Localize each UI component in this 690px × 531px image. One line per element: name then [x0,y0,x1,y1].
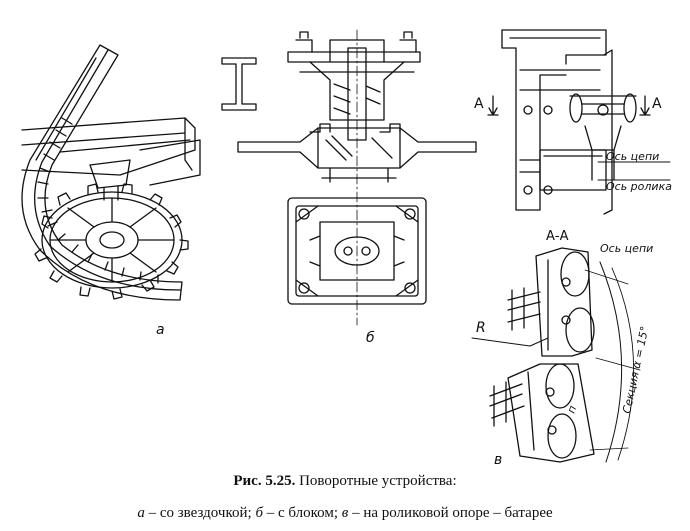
label-section-angle: Секция α = 15° [620,325,651,415]
legend-text-v: – на роликовой опоре – батарее [352,505,553,521]
figure-title: Поворотные устройства: [299,473,457,489]
drawing-v-roller-battery [471,29,671,463]
legend-letter-a: а [137,505,145,521]
figure-caption-legend: а – со звездочкой; б – с блоком; в – на … [0,505,690,522]
sub-label-b: б [366,330,375,346]
legend-text-a: – со звездочкой; [148,505,252,521]
figure-caption-title: Рис. 5.25. Поворотные устройства: [0,473,690,490]
sub-label-v: в [494,452,502,468]
figure-number: Рис. 5.25. [233,473,296,489]
legend-text-b: – с блоком; [266,505,339,521]
legend-letter-v: в [341,505,349,521]
label-roller-axis: Ось ролика [606,180,672,193]
section-title: А-А [546,229,569,244]
sub-label-a: а [156,322,165,338]
legend-letter-b: б [255,505,263,521]
section-mark-left: А [474,96,484,112]
drawing-b-pulley [221,29,477,326]
label-chain-axis-section: Ось цепи [600,242,653,255]
drawing-a-sprocket [21,44,201,301]
section-mark-right: А [652,96,662,112]
label-p-mark: п [565,404,580,415]
label-radius: R [476,320,486,336]
label-chain-axis-top: Ось цепи [606,150,659,163]
